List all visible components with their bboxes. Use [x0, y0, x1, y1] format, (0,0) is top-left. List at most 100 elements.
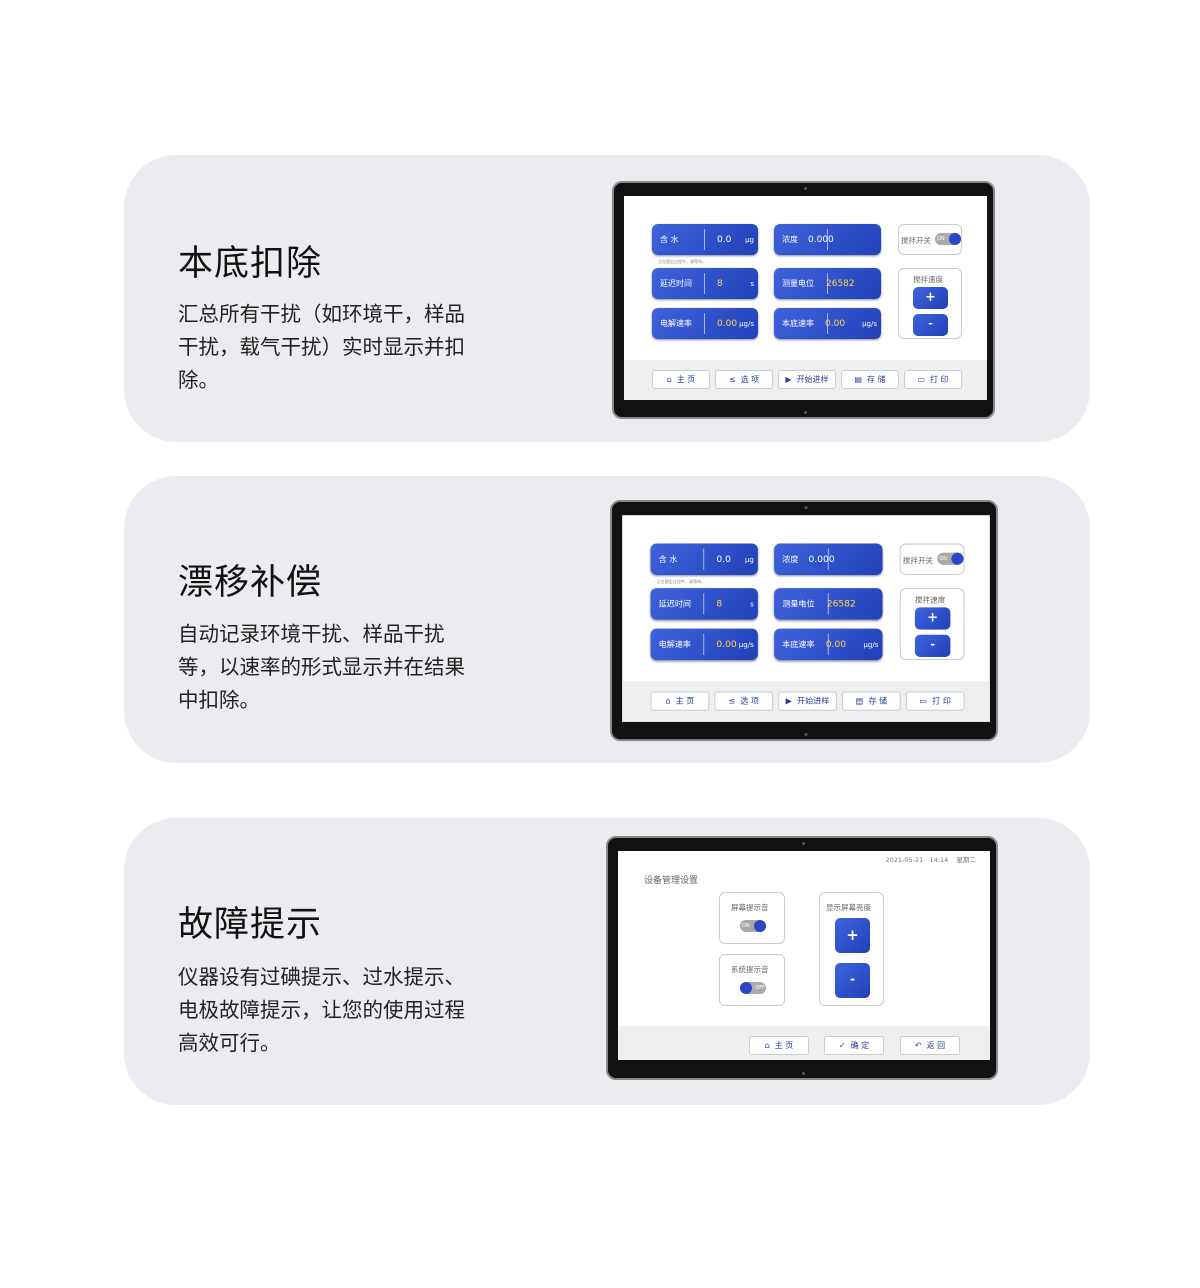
datetime: 2021-05-21 14:14 星期二: [885, 856, 976, 864]
brightness-plus-button[interactable]: +: [835, 918, 870, 953]
print-button[interactable]: ▭打 印: [904, 370, 962, 389]
home-icon: ⌂: [764, 1041, 770, 1050]
background-rate-card: 本底速率 0.00 μg/s: [774, 308, 881, 339]
background-rate-card: 本底速率 0.00 μg/s: [774, 628, 883, 661]
label: 搅拌开关: [902, 555, 934, 565]
bottom-toolbar: ⌂主 页 ≤选 项 ▶开始进样 ▤存 储 ▭打 印: [624, 360, 987, 400]
bottom-toolbar: ⌂主 页 ≤选 项 ▶开始进样 ▤存 储 ▭打 印: [622, 681, 990, 722]
label: 电解速率: [660, 319, 692, 328]
feature-title: 故障提示: [178, 905, 323, 945]
check-icon: ✓: [838, 1041, 846, 1050]
speed-plus-button[interactable]: +: [913, 287, 948, 309]
label: 含 水: [660, 235, 679, 244]
unit: μg/s: [738, 640, 754, 649]
stir-toggle[interactable]: ON: [935, 233, 961, 245]
potential-value: 26582: [826, 278, 855, 289]
delay-card: 延迟时间 8 s: [650, 588, 758, 620]
label: 显示屏幕亮度: [826, 903, 871, 912]
return-icon: ↶: [914, 1041, 922, 1050]
home-icon: ⌂: [665, 696, 671, 706]
options-button[interactable]: ≤选 项: [715, 370, 773, 389]
home-button[interactable]: ⌂主 页: [652, 370, 710, 389]
system-sound-toggle[interactable]: OFF: [740, 982, 766, 994]
label: 搅拌开关: [901, 236, 931, 245]
label: 延迟时间: [660, 279, 692, 288]
camera: [803, 732, 808, 737]
print-button[interactable]: ▭打 印: [905, 691, 965, 711]
water-value: 0.0: [716, 554, 731, 565]
start-sampling-button[interactable]: ▶开始进样: [778, 691, 837, 711]
settings-screen: 2021-05-21 14:14 星期二 设备管理设置 屏幕提示音 ON 系统提…: [618, 851, 990, 1060]
stir-speed-box: 搅拌速度 + -: [898, 268, 962, 339]
label: 延迟时间: [658, 599, 692, 609]
options-button[interactable]: ≤选 项: [714, 691, 774, 711]
label: 浓度: [782, 235, 798, 244]
unit: μg/s: [862, 319, 877, 328]
speed-minus-button[interactable]: -: [913, 314, 948, 336]
unit: s: [750, 599, 754, 608]
brightness-box: 显示屏幕亮度 + -: [819, 892, 884, 1006]
start-sampling-button[interactable]: ▶开始进样: [778, 370, 836, 389]
camera: [803, 411, 807, 414]
print-icon: ▭: [919, 696, 928, 706]
label: 屏幕提示音: [731, 903, 769, 912]
stir-toggle[interactable]: ON: [937, 552, 964, 565]
label: 本底速率: [782, 319, 814, 328]
speed-plus-button[interactable]: +: [914, 607, 951, 630]
options-icon: ≤: [728, 375, 736, 384]
save-button[interactable]: ▤存 储: [841, 370, 899, 389]
print-icon: ▭: [917, 375, 925, 384]
delay-value: 8: [716, 598, 723, 609]
water-value: 0.0: [717, 234, 732, 245]
status-text: 正在稳定过程中，请等待。: [658, 259, 706, 264]
background-rate-value: 0.00: [825, 318, 846, 329]
potential-card: 测量电位 26582: [774, 268, 881, 299]
potential-value: 26582: [826, 598, 856, 609]
settings-title: 设备管理设置: [644, 876, 699, 886]
stir-switch-box: 搅拌开关 ON: [898, 224, 962, 255]
options-icon: ≤: [728, 696, 736, 706]
save-icon: ▤: [855, 696, 864, 706]
label: 本底速率: [782, 639, 815, 649]
save-button[interactable]: ▤存 储: [841, 691, 901, 711]
stir-switch-box: 搅拌开关 ON: [899, 543, 965, 575]
electrolysis-rate-value: 0.00: [716, 639, 737, 650]
label: 含 水: [658, 554, 678, 564]
water-card: 含 水 0.0 μg: [652, 224, 758, 255]
bottom-toolbar: ⌂主 页 ✓确 定 ↶返 回: [618, 1026, 990, 1060]
feature-desc: 仪器设有过碘提示、过水提示、电极故障提示，让您的使用过程高效可行。: [178, 965, 465, 1055]
brightness-minus-button[interactable]: -: [835, 963, 870, 998]
background-rate-value: 0.00: [825, 639, 847, 650]
dashboard-screen: 含 水 0.0 μg 正在稳定过程中，请等待。 浓度 0.000 延迟时间 8 …: [624, 196, 987, 400]
feature-title: 漂移补偿: [178, 563, 323, 603]
unit: μg/s: [863, 640, 879, 649]
camera: [803, 506, 808, 510]
play-icon: ▶: [785, 696, 792, 706]
status-text: 正在稳定过程中，请等待。: [656, 579, 706, 585]
electrolysis-rate-value: 0.00: [717, 318, 738, 329]
screen-sound-toggle[interactable]: ON: [740, 920, 766, 932]
home-button[interactable]: ⌂主 页: [749, 1036, 809, 1055]
tablet-settings: 2021-05-21 14:14 星期二 设备管理设置 屏幕提示音 ON 系统提…: [606, 836, 998, 1080]
potential-card: 测量电位 26582: [774, 588, 883, 620]
save-icon: ▤: [854, 375, 862, 384]
unit: μg: [744, 555, 754, 564]
speed-minus-button[interactable]: -: [914, 634, 951, 658]
camera: [802, 842, 805, 845]
tablet-dashboard: 含 水 0.0 μg 正在稳定过程中，请等待。 浓度 0.000 延迟时间 8 …: [610, 500, 998, 742]
screen-sound-box: 屏幕提示音 ON: [719, 892, 785, 944]
home-button[interactable]: ⌂主 页: [650, 691, 710, 711]
label: 电解速率: [658, 639, 692, 649]
back-button[interactable]: ↶返 回: [900, 1036, 960, 1055]
electrolysis-rate-card: 电解速率 0.00 μg/s: [652, 308, 758, 339]
home-icon: ⌂: [666, 375, 672, 384]
concentration-value: 0.000: [808, 554, 835, 565]
stir-speed-box: 搅拌速度 + -: [899, 588, 965, 661]
label: 测量电位: [782, 279, 814, 288]
camera: [802, 1072, 805, 1075]
confirm-button[interactable]: ✓确 定: [824, 1036, 884, 1055]
label: 测量电位: [782, 599, 815, 609]
label: 搅拌速度: [914, 595, 946, 605]
delay-card: 延迟时间 8 s: [652, 268, 758, 299]
water-card: 含 水 0.0 μg: [650, 543, 758, 575]
